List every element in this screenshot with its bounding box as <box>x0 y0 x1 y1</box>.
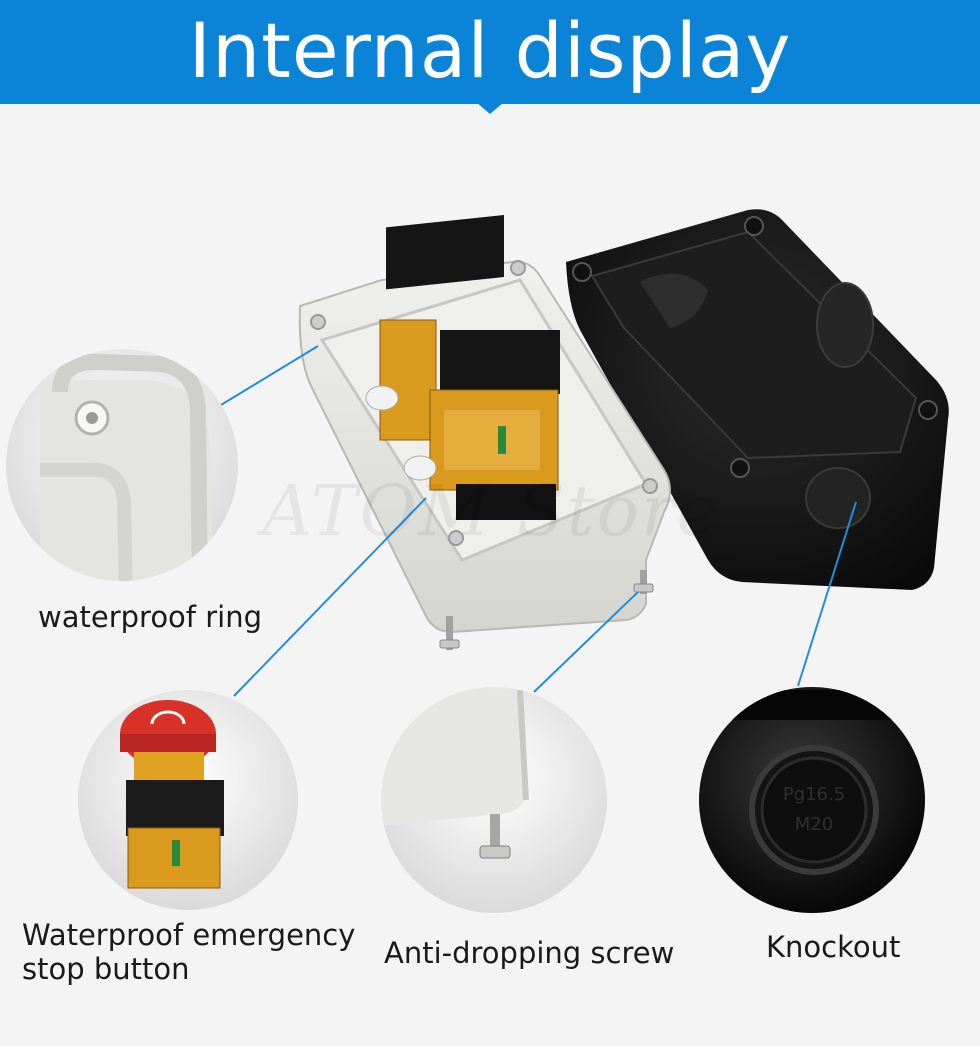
leader-line-estop <box>233 497 427 697</box>
screw-icon <box>479 814 511 859</box>
emergency-stop-button-icon <box>120 700 224 889</box>
leader-line-screw <box>533 591 639 693</box>
label-emergency-stop-line2: stop button <box>22 952 190 986</box>
box-lid <box>566 209 949 590</box>
page-title: Internal display <box>188 6 792 95</box>
switch-modules <box>365 215 560 520</box>
label-anti-dropping-screw: Anti-dropping screw <box>384 936 675 970</box>
label-knockout: Knockout <box>766 930 901 964</box>
label-emergency-stop-line1: Waterproof emergency <box>22 918 356 952</box>
watermark: ATOM Store <box>262 470 720 552</box>
knockout-marking-line1: Pg16.5 <box>783 784 845 805</box>
leader-line-ring <box>215 345 319 409</box>
label-waterproof-ring: waterproof ring <box>38 600 262 634</box>
detail-waterproof-ring <box>6 349 238 581</box>
banner-notch <box>476 102 504 114</box>
knockout-marking-line2: M20 <box>795 814 833 835</box>
detail-knockout: Pg16.5 M20 <box>699 687 925 913</box>
header-banner <box>0 0 980 104</box>
detail-screw <box>381 687 607 913</box>
detail-emergency-stop <box>78 690 298 910</box>
leader-line-knockout <box>797 501 857 687</box>
